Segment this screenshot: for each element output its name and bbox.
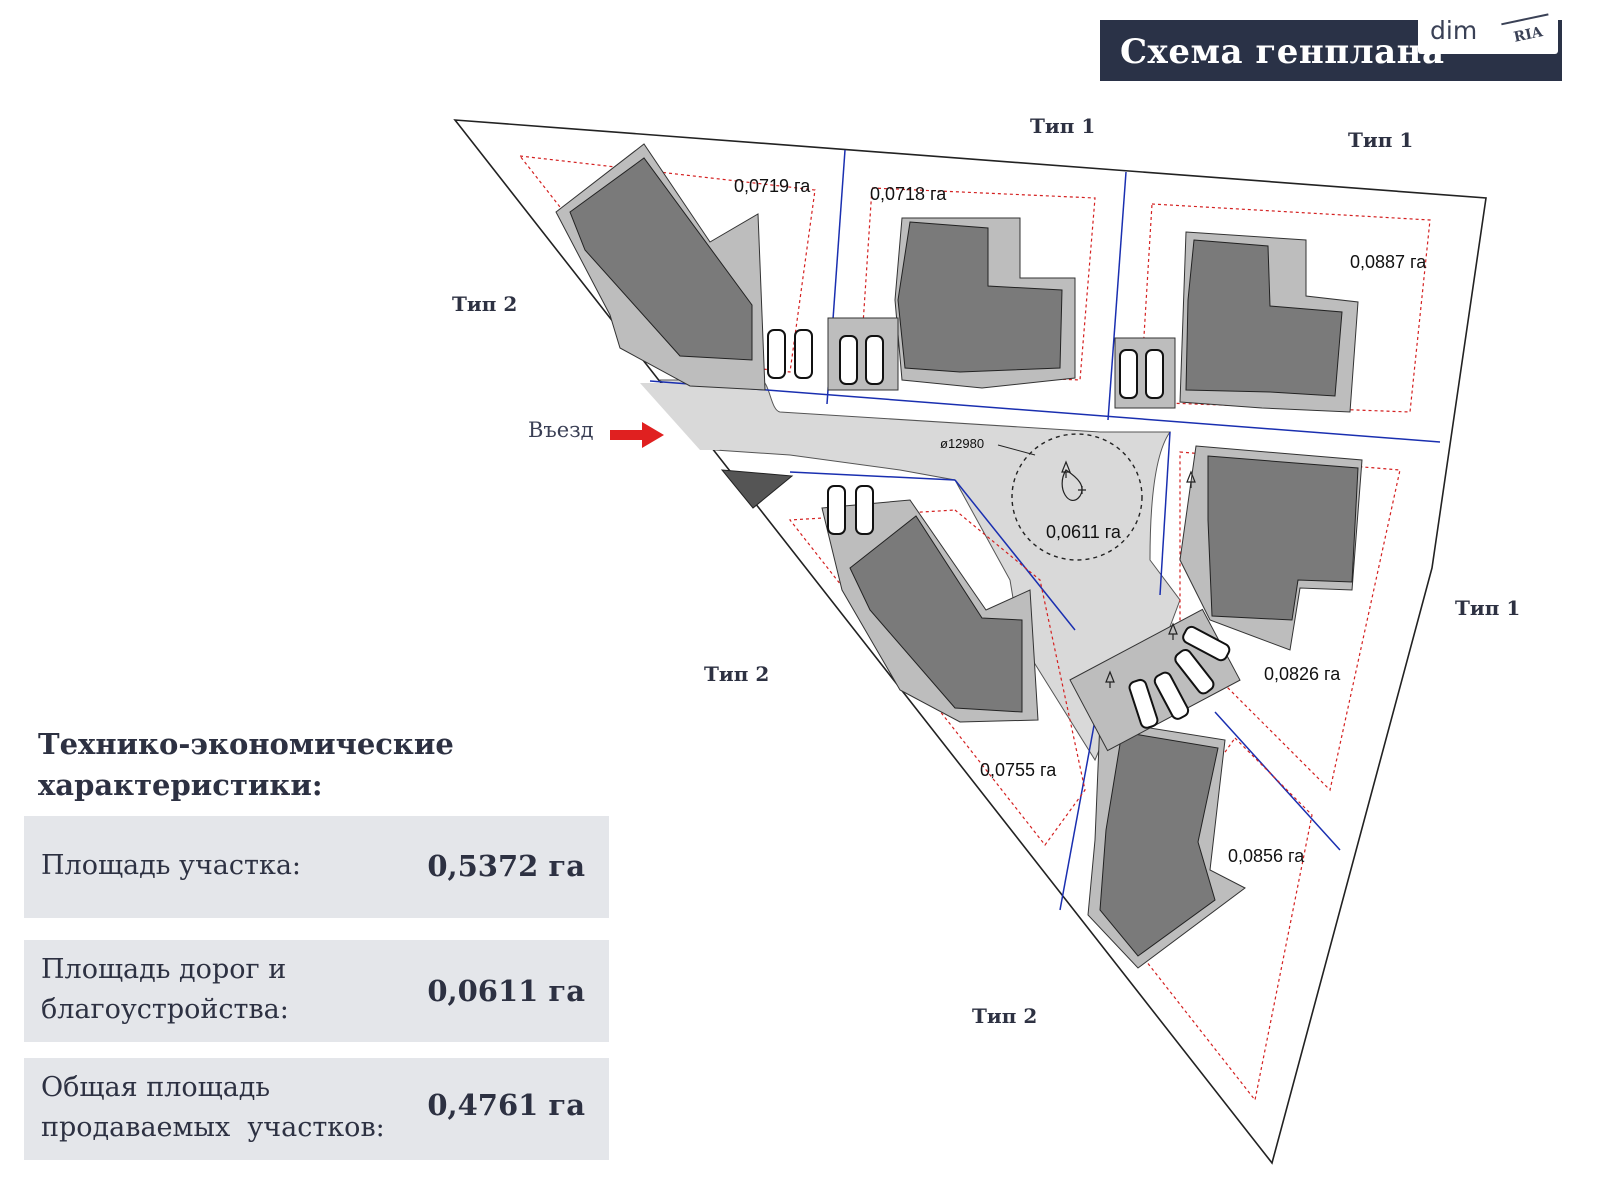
plot-area-label-6: 0,0755 га	[980, 760, 1057, 780]
characteristics-heading-line2: характеристики:	[38, 768, 323, 802]
stat-label-sold-plots-area: Общая площадь продаваемых участков:	[41, 1068, 385, 1148]
roundabout-diameter-label: ø12980	[940, 436, 985, 451]
type-label-left: Тип 2	[452, 292, 518, 316]
stat-label-roads-area-line2: благоустройства:	[41, 994, 289, 1025]
type-label-top-middle: Тип 1	[1030, 114, 1096, 138]
roundabout	[1011, 433, 1143, 561]
type-label-bottom: Тип 2	[972, 1004, 1038, 1028]
plot-area-label-5: 0,0826 га	[1264, 664, 1341, 684]
stat-row-sold-plots-area: Общая площадь продаваемых участков: 0,47…	[24, 1058, 609, 1160]
left-strip	[640, 383, 720, 450]
type-label-middle: Тип 2	[704, 662, 770, 686]
page-title: Схема генплана	[1120, 32, 1445, 72]
watermark-ria: RIA	[1501, 13, 1555, 55]
parked-cars	[767, 329, 1231, 729]
diameter-leader	[997, 444, 1036, 456]
stat-value-roads-area: 0,0611 га	[427, 974, 585, 1008]
plot-area-label-1: 0,0719 га	[734, 176, 811, 196]
stat-label-sold-plots-line1: Общая площадь	[41, 1072, 271, 1103]
title-bar: Схема генплана	[1100, 20, 1562, 81]
stat-label-roads-area-line1: Площадь дорог и	[41, 954, 287, 985]
plot-area-label-2: 0,0718 га	[870, 184, 947, 204]
stat-row-site-area: Площадь участка: 0,5372 га	[24, 816, 609, 918]
house-plot-5	[821, 499, 1039, 723]
transformer-triangle	[720, 469, 794, 509]
characteristics-heading-line1: Технико-экономические	[38, 727, 454, 761]
plot-area-label-7: 0,0856 га	[1228, 846, 1305, 866]
stat-label-site-area: Площадь участка:	[41, 846, 301, 886]
house-plot-1	[555, 143, 766, 391]
watermark-logo: dim RIA	[1418, 12, 1558, 55]
house-plot-2	[827, 217, 1076, 391]
characteristics-heading: Технико-экономические характеристики:	[38, 724, 558, 806]
plot-area-label-4: 0,0611 га	[1046, 522, 1121, 542]
stat-label-sold-plots-line2: продаваемых участков:	[41, 1112, 385, 1143]
stat-value-sold-plots-area: 0,4761 га	[427, 1088, 585, 1122]
entry-arrow	[610, 422, 664, 448]
stat-label-site-area-line1: Площадь участка:	[41, 850, 302, 881]
setback-lines	[518, 155, 1431, 1102]
type-label-right: Тип 1	[1455, 596, 1521, 620]
house-plot-4	[1179, 445, 1363, 651]
type-label-top-right: Тип 1	[1348, 128, 1414, 152]
tree-markers	[1061, 460, 1196, 688]
stat-row-roads-area: Площадь дорог и благоустройства: 0,0611 …	[24, 940, 609, 1042]
entry-label: Въезд	[528, 418, 594, 442]
watermark-dim: dim	[1430, 16, 1478, 45]
stat-label-roads-area: Площадь дорог и благоустройства:	[41, 950, 289, 1030]
stat-value-site-area: 0,5372 га	[427, 849, 585, 883]
plot-area-label-3: 0,0887 га	[1350, 252, 1427, 272]
